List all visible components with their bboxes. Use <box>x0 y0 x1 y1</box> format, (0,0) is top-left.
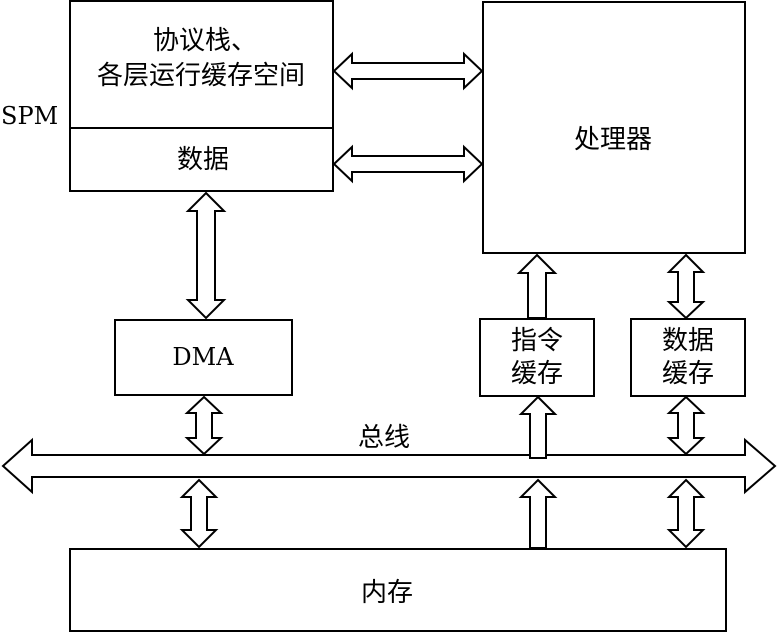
data-cache-box <box>630 318 746 397</box>
dma-bus-arrow <box>184 395 224 456</box>
spm-label: SPM <box>1 102 58 130</box>
dcache-processor-arrow <box>666 253 706 320</box>
dma-label: DMA <box>172 343 234 371</box>
spm-processor-arrow-top <box>332 51 484 91</box>
bus-icache-arrow <box>518 395 558 459</box>
instruction-cache-line1: 指令 <box>511 326 563 356</box>
bus-label: 总线 <box>358 423 410 453</box>
memory-block: 内存 <box>69 548 727 632</box>
data-cache-line1: 数据 <box>662 326 714 356</box>
data-cache-block: 数据 缓存 <box>630 318 746 397</box>
spm-dma-arrow <box>185 191 227 320</box>
spm-block: 协议栈、 各层运行缓存空间 数据 <box>69 0 334 192</box>
spm-top-line1: 协议栈、 <box>153 26 257 56</box>
spm-processor-arrow-bottom <box>332 144 484 184</box>
spm-top-line2: 各层运行缓存空间 <box>97 61 305 91</box>
dcache-bus-arrow <box>666 395 706 456</box>
memory-box <box>69 548 727 632</box>
instruction-cache-block: 指令 缓存 <box>479 318 595 397</box>
bus-arrow <box>1 437 777 495</box>
processor-label: 处理器 <box>574 125 652 155</box>
dma-box <box>114 319 293 396</box>
bus-memory-arrow-left <box>179 478 219 549</box>
bus-memory-arrow-right <box>666 478 706 549</box>
memory-label: 内存 <box>361 578 413 608</box>
instruction-cache-line2: 缓存 <box>511 359 563 389</box>
icache-processor-arrow <box>516 253 558 319</box>
spm-box <box>69 0 334 192</box>
data-cache-line2: 缓存 <box>662 359 714 389</box>
instruction-cache-box <box>479 318 595 397</box>
processor-box <box>482 1 746 254</box>
bus: 总线 <box>1 423 777 495</box>
processor-block: 处理器 <box>482 1 746 254</box>
spm-bottom-label: 数据 <box>177 145 229 175</box>
dma-block: DMA <box>114 319 293 396</box>
memory-bus-arrow <box>518 478 558 549</box>
